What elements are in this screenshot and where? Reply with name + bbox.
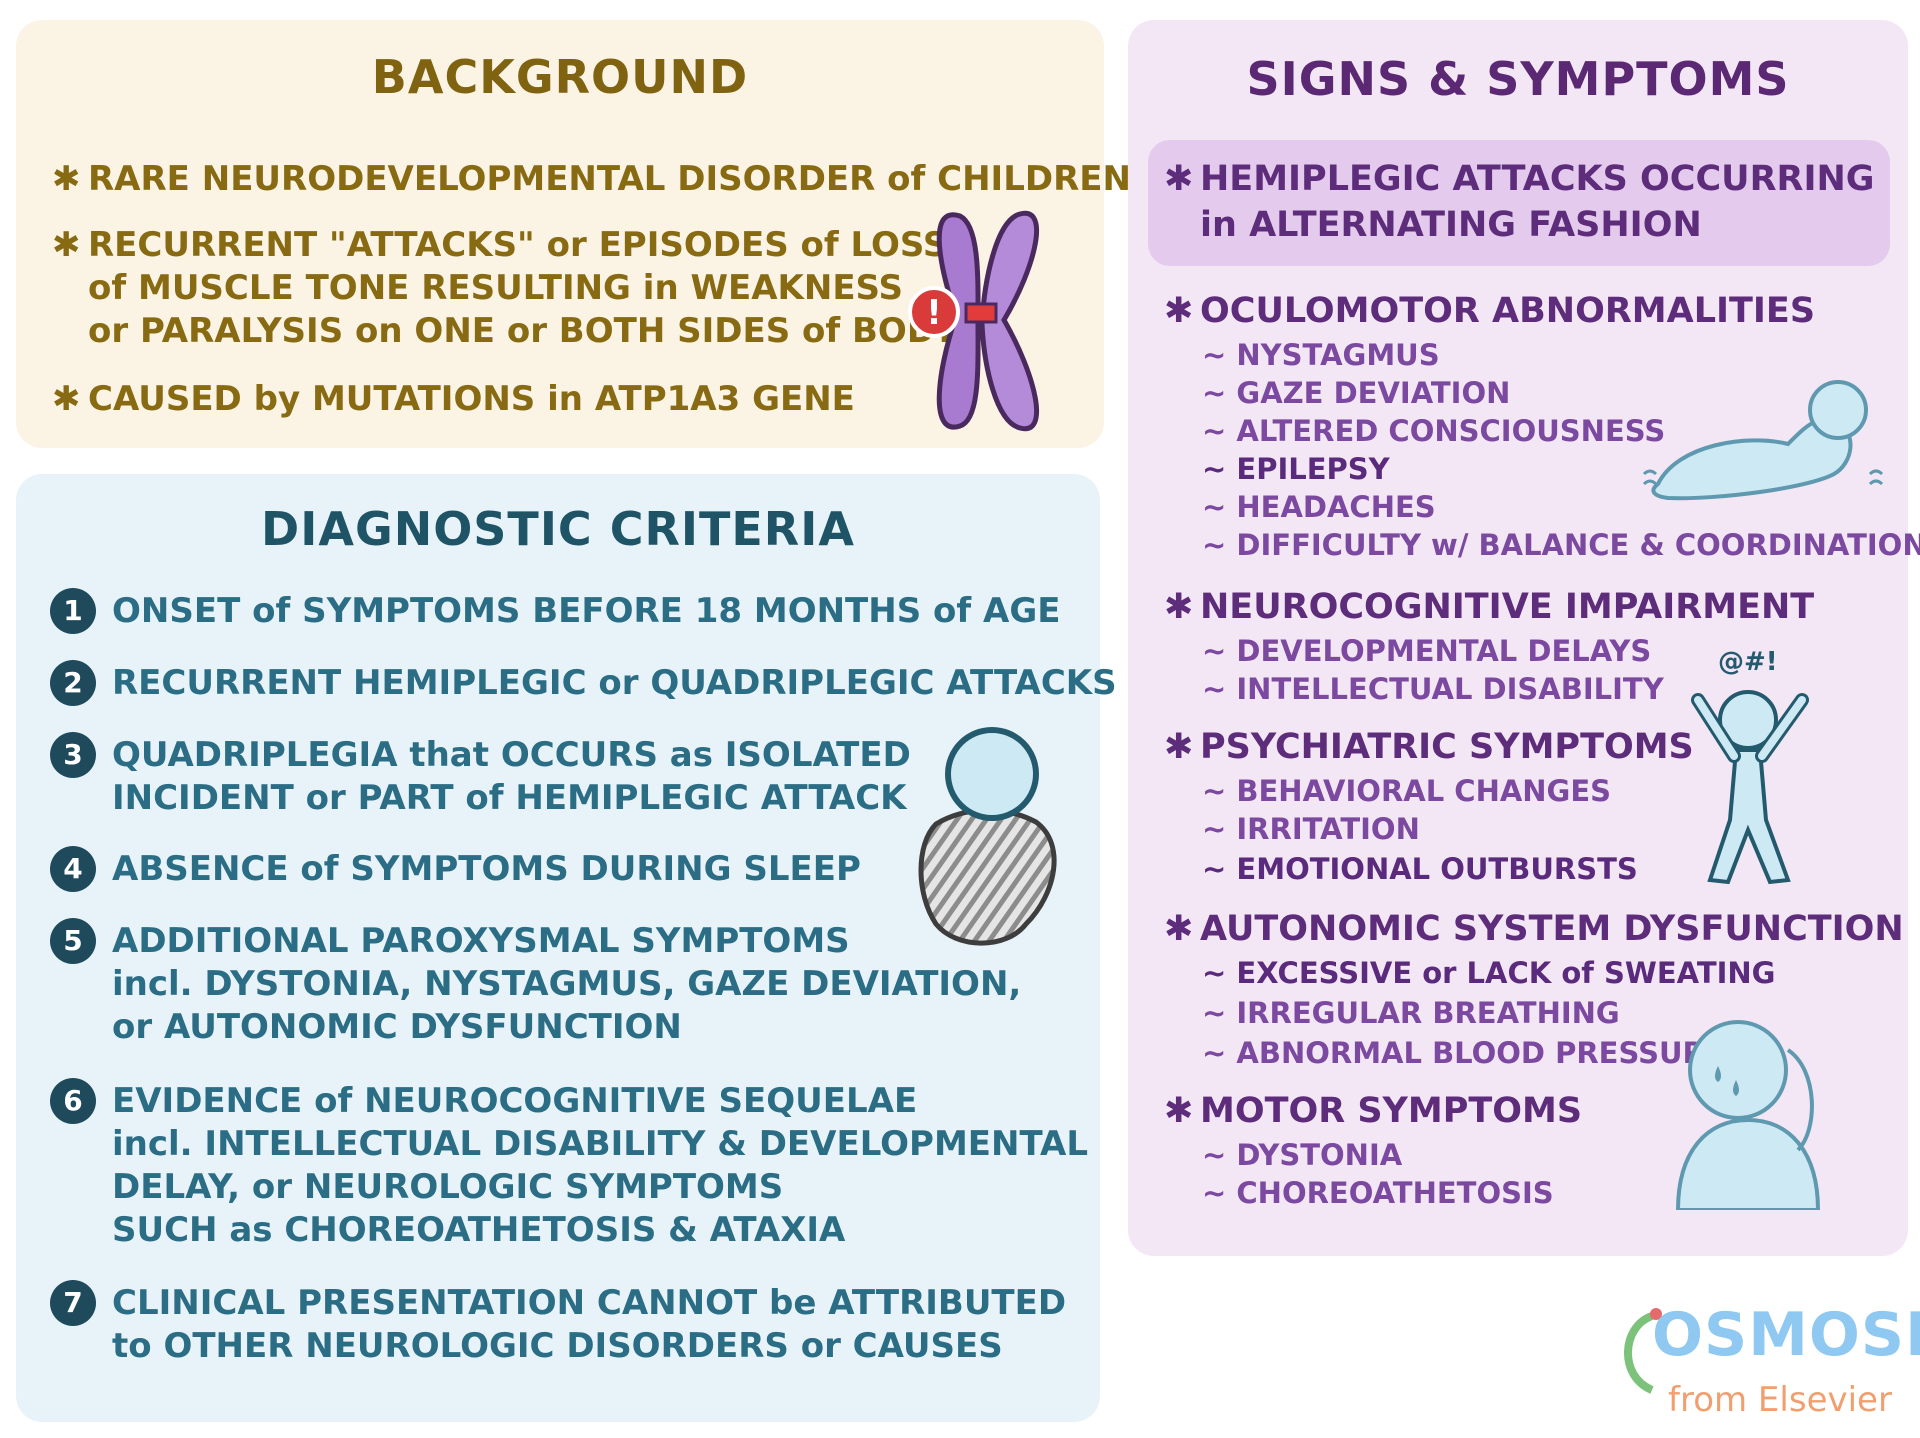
- background-item-1: ✱RARE NEURODEVELOPMENTAL DISORDER of CHI…: [52, 158, 1131, 201]
- criterion-text: DELAY, or NEUROLOGIC SYMPTOMS: [112, 1167, 784, 1207]
- criterion-text: or AUTONOMIC DYSFUNCTION: [112, 1007, 682, 1047]
- asterisk-icon: ✱: [52, 225, 81, 265]
- criterion-text: INCIDENT or PART of HEMIPLEGIC ATTACK: [112, 778, 907, 818]
- asterisk-icon: ✱: [1164, 291, 1194, 331]
- sign-group-heading: ✱PSYCHIATRIC SYMPTOMS: [1164, 724, 1694, 770]
- criterion-text-block: QUADRIPLEGIA that OCCURS as ISOLATED INC…: [112, 734, 911, 820]
- background-item-text: CAUSED by MUTATIONS in ATP1A3 GENE: [88, 379, 855, 419]
- lying-figure-icon: [1642, 380, 1884, 501]
- sign-item: ~ EMOTIONAL OUTBURSTS: [1202, 852, 1638, 886]
- background-title: BACKGROUND: [371, 50, 749, 104]
- sign-item: ~ CHOREOATHETOSIS: [1202, 1176, 1554, 1210]
- background-panel: BACKGROUND ✱RARE NEURODEVELOPMENTAL DISO…: [16, 20, 1131, 448]
- frustrated-figure-icon: @#!: [1691, 647, 1809, 885]
- sign-group-title: OCULOMOTOR ABNORMALITIES: [1200, 291, 1816, 331]
- sign-item: ~ ALTERED CONSCIOUSNESS: [1202, 414, 1666, 448]
- diagnostic-panel: DIAGNOSTIC CRITERIA 1 ONSET of SYMPTOMS …: [16, 474, 1117, 1422]
- sign-group-title: AUTONOMIC SYSTEM DYSFUNCTION: [1200, 909, 1904, 949]
- background-item-text: of MUSCLE TONE RESULTING in WEAKNESS: [88, 268, 904, 308]
- asterisk-icon: ✱: [1164, 727, 1194, 767]
- sign-group-heading: ✱MOTOR SYMPTOMS: [1164, 1088, 1582, 1134]
- background-item-text: or PARALYSIS on ONE or BOTH SIDES of BOD…: [88, 311, 958, 351]
- criterion-text: SUCH as CHOREOATHETOSIS & ATAXIA: [112, 1210, 846, 1250]
- sign-group-title: PSYCHIATRIC SYMPTOMS: [1200, 727, 1694, 767]
- sign-group-title: MOTOR SYMPTOMS: [1200, 1091, 1583, 1131]
- sign-item: ~ EXCESSIVE or LACK of SWEATING: [1202, 956, 1776, 990]
- asterisk-icon: ✱: [1164, 1091, 1194, 1131]
- background-item-3: ✱CAUSED by MUTATIONS in ATP1A3 GENE: [52, 378, 855, 421]
- background-item-text: RARE NEURODEVELOPMENTAL DISORDER of CHIL…: [88, 159, 1131, 199]
- sign-group-heading: ✱NEUROCOGNITIVE IMPAIRMENT: [1164, 584, 1814, 630]
- criterion-text: ONSET of SYMPTOMS BEFORE 18 MONTHS of AG…: [112, 591, 1061, 631]
- sign-group-title: NEUROCOGNITIVE IMPAIRMENT: [1200, 587, 1815, 627]
- criterion-text: incl. INTELLECTUAL DISABILITY & DEVELOPM…: [112, 1124, 1089, 1164]
- sign-item: ~ EPILEPSY: [1202, 452, 1390, 486]
- number-badge: 7: [50, 1280, 96, 1326]
- osmosis-logo: OSMOSIS from Elsevier: [1612, 1300, 1920, 1428]
- chromosome-icon: !: [908, 210, 1040, 432]
- sign-item: ~ DYSTONIA: [1202, 1138, 1403, 1172]
- sign-item: ~ IRREGULAR BREATHING: [1202, 996, 1620, 1030]
- asterisk-icon: ✱: [1164, 159, 1194, 199]
- criterion-text: EVIDENCE of NEUROCOGNITIVE SEQUELAE: [112, 1081, 918, 1121]
- frustration-symbols: @#!: [1718, 647, 1778, 677]
- number-badge: 6: [50, 1078, 96, 1124]
- criterion-text: RECURRENT HEMIPLEGIC or QUADRIPLEGIC ATT…: [112, 663, 1117, 703]
- sign-item: ~ DIFFICULTY w/ BALANCE & COORDINATION: [1202, 528, 1920, 562]
- highlight-text: in ALTERNATING FASHION: [1200, 205, 1702, 245]
- diagnostic-title: DIAGNOSTIC CRITERIA: [261, 502, 855, 556]
- number-badge: 3: [50, 732, 96, 778]
- sign-item: ~ IRRITATION: [1202, 812, 1420, 846]
- sign-item: ~ DEVELOPMENTAL DELAYS: [1202, 634, 1652, 668]
- criterion-text-block: CLINICAL PRESENTATION CANNOT be ATTRIBUT…: [112, 1282, 1066, 1368]
- sign-group-heading: ✱AUTONOMIC SYSTEM DYSFUNCTION: [1164, 906, 1904, 952]
- signs-title: SIGNS & SYMPTOMS: [1246, 52, 1790, 106]
- svg-text:!: !: [926, 293, 942, 333]
- logo-word: OSMOSIS: [1652, 1300, 1920, 1370]
- highlight-text: HEMIPLEGIC ATTACKS OCCURRING: [1200, 159, 1875, 199]
- asterisk-icon: ✱: [52, 379, 81, 419]
- criterion-text: QUADRIPLEGIA that OCCURS as ISOLATED: [112, 735, 911, 775]
- background-item-2: ✱RECURRENT "ATTACKS" or EPISODES of LOSS…: [52, 224, 957, 353]
- sign-item: ~ BEHAVIORAL CHANGES: [1202, 774, 1612, 808]
- sweating-figure-icon: [1675, 1020, 1821, 1210]
- sign-item: ~ ABNORMAL BLOOD PRESSURE: [1202, 1036, 1725, 1070]
- logo-arc-icon: [1624, 1308, 1662, 1394]
- criterion-text: to OTHER NEUROLOGIC DISORDERS or CAUSES: [112, 1326, 1003, 1366]
- sign-item: ~ HEADACHES: [1202, 490, 1436, 524]
- criterion-text: incl. DYSTONIA, NYSTAGMUS, GAZE DEVIATIO…: [112, 964, 1022, 1004]
- criterion-text: ADDITIONAL PAROXYSMAL SYMPTOMS: [112, 921, 850, 961]
- sign-item: ~ NYSTAGMUS: [1202, 338, 1440, 372]
- alert-icon: [908, 286, 960, 338]
- sign-group-heading: ✱OCULOMOTOR ABNORMALITIES: [1164, 288, 1815, 334]
- background-item-text: RECURRENT "ATTACKS" or EPISODES of LOSS: [88, 225, 948, 265]
- number-badge: 1: [50, 588, 96, 634]
- criterion-text: CLINICAL PRESENTATION CANNOT be ATTRIBUT…: [112, 1283, 1067, 1323]
- criterion-text-block: EVIDENCE of NEUROCOGNITIVE SEQUELAE incl…: [112, 1080, 1088, 1252]
- highlight-box: ✱HEMIPLEGIC ATTACKS OCCURRING in ALTERNA…: [1148, 140, 1890, 266]
- sign-item: ~ GAZE DEVIATION: [1202, 376, 1511, 410]
- criterion-text-block: ADDITIONAL PAROXYSMAL SYMPTOMS incl. DYS…: [112, 920, 1021, 1049]
- highlight-text-block: ✱HEMIPLEGIC ATTACKS OCCURRING in ALTERNA…: [1164, 156, 1875, 248]
- asterisk-icon: ✱: [1164, 909, 1194, 949]
- baby-icon: [918, 727, 1057, 946]
- number-badge: 4: [50, 846, 96, 892]
- signs-panel: SIGNS & SYMPTOMS ✱HEMIPLEGIC ATTACKS OCC…: [1128, 20, 1920, 1256]
- number-badge: 5: [50, 918, 96, 964]
- asterisk-icon: ✱: [52, 159, 81, 199]
- criterion-text: ABSENCE of SYMPTOMS DURING SLEEP: [112, 849, 861, 889]
- number-badge: 2: [50, 660, 96, 706]
- sign-item: ~ INTELLECTUAL DISABILITY: [1202, 672, 1664, 706]
- logo-subtitle: from Elsevier: [1668, 1380, 1892, 1420]
- asterisk-icon: ✱: [1164, 587, 1194, 627]
